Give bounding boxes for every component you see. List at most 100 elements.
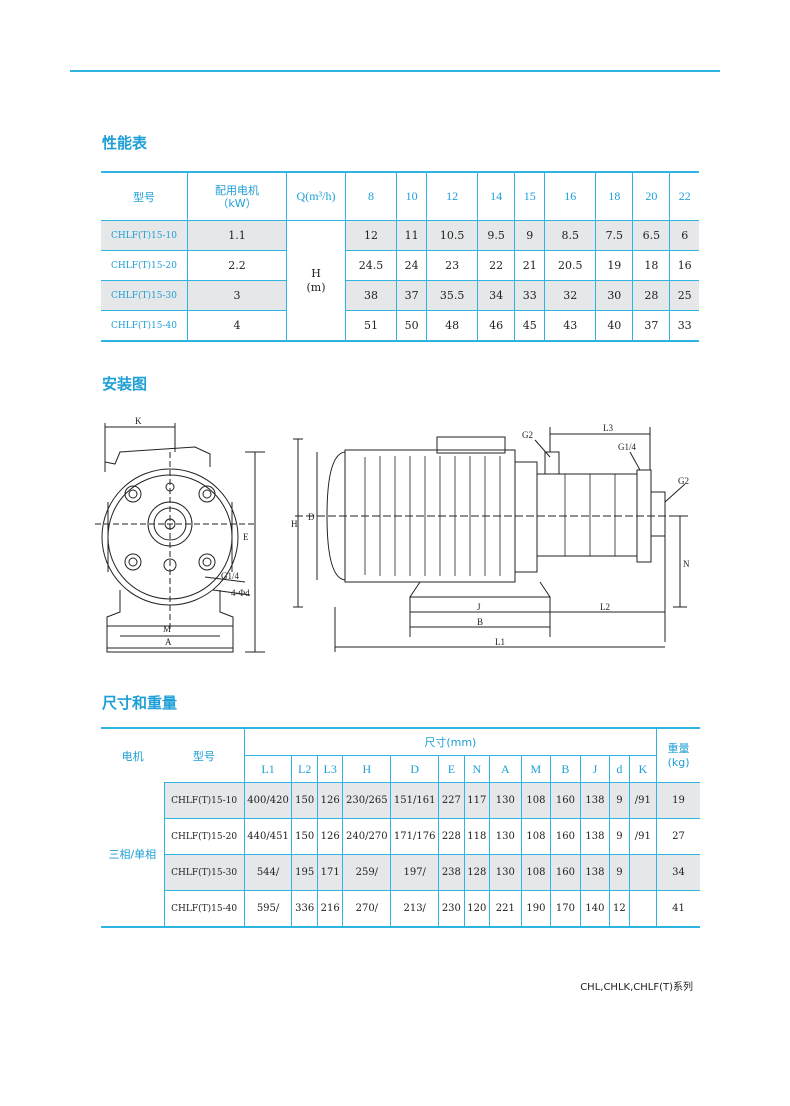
dims-cell [629,890,658,928]
dims-cell: 160 [550,854,581,891]
perf-cell: 37 [396,280,428,311]
perf-motor-header-line2: （kW） [217,196,257,210]
dims-cell: 120 [464,890,491,928]
dims-cell: 108 [521,782,552,819]
perf-cell: 48 [426,310,479,342]
perf-cell: 51 [345,310,398,342]
dims-cell: 12 [609,890,630,928]
perf-kw: 3 [187,280,287,311]
dims-cell: 197/ [390,854,440,891]
perf-cell: 45 [514,310,546,342]
dims-cell: 130 [489,782,522,819]
dims-model: CHLF(T)15-30 [164,854,245,891]
label-L3: L3 [603,423,613,433]
dims-cell: 108 [521,854,552,891]
dims-cell: 440/451 [244,818,293,855]
perf-cell: 38 [345,280,398,311]
dims-cell: 190 [521,890,552,928]
perf-cell: 25 [669,280,699,311]
perf-cell: 34 [477,280,516,311]
perf-head-label: H (m) [286,220,346,342]
dims-cell: 171/176 [390,818,440,855]
dims-col-header: K [629,755,658,783]
dims-cell: 221 [489,890,522,928]
table-row: 三相/单相 CHLF(T)15-10 400/420 150 126 230/2… [101,782,700,927]
perf-head-label-line2: (m) [306,280,326,294]
dims-cell: 117 [464,782,491,819]
perf-cell: 35.5 [426,280,479,311]
perf-cell: 12 [345,220,398,251]
perf-cell: 10.5 [426,220,479,251]
perf-cell: 40 [595,310,634,342]
dims-cell: 9 [609,854,630,891]
dims-cell: 126 [317,818,344,855]
dims-col-header: A [489,755,522,783]
label-G2-right: G2 [678,476,689,486]
dims-col-header: M [521,755,552,783]
label-G14-right: G1/4 [618,442,637,452]
table-row: CHLF(T)15-30 544/ 195 171 259/ 197/ 238 … [101,854,700,891]
dims-cell: 151/161 [390,782,440,819]
dims-cell: 227 [438,782,465,819]
dims-cell: /91 [629,818,658,855]
dims-col-header: E [438,755,465,783]
label-G14-left: G1/4 [221,571,240,581]
dims-weight: 19 [656,782,700,819]
table-row: CHLF(T)15-40 595/ 336 216 270/ 213/ 230 … [101,890,700,928]
perf-cell: 33 [514,280,546,311]
dims-cell: 171 [317,854,344,891]
perf-cell: 11 [396,220,428,251]
dims-cell: 128 [464,854,491,891]
table-row: CHLF(T)15-40 4 51 50 48 46 45 43 40 37 3… [101,310,699,342]
perf-cell: 7.5 [595,220,634,251]
dims-weight-header: 重量 (kg) [656,728,700,783]
side-view [293,427,690,652]
perf-model: CHLF(T)15-40 [101,310,188,342]
dims-cell: 140 [580,890,611,928]
perf-model-header: 型号 [101,172,188,221]
dims-cell: 259/ [342,854,392,891]
perf-flow-col: 15 [514,172,546,221]
dims-cell: 9 [609,782,630,819]
perf-flow-col: 16 [544,172,597,221]
dims-cell: 160 [550,782,581,819]
dims-cell: 230/265 [342,782,392,819]
performance-table: 型号 配用电机 （kW） Q(m³/h) 8 10 12 14 15 16 18… [101,171,699,342]
dims-model: CHLF(T)15-10 [164,782,245,819]
dims-cell: 336 [291,890,318,928]
perf-cell: 30 [595,280,634,311]
perf-flow-col: 12 [426,172,479,221]
dims-cell: /91 [629,782,658,819]
section-title-dimensions: 尺寸和重量 [102,694,178,712]
perf-cell: 18 [632,250,671,281]
dims-col-header: N [464,755,491,783]
table-row: CHLF(T)15-30 3 38 37 35.5 34 33 32 30 28… [101,280,699,311]
perf-flow-header: Q(m³/h) [286,172,346,221]
perf-flow-col: 8 [345,172,398,221]
perf-model: CHLF(T)15-30 [101,280,188,311]
label-D: D [308,512,315,522]
dims-cell: 544/ [244,854,293,891]
perf-cell: 9.5 [477,220,516,251]
dims-motor-header: 电机 [121,749,144,763]
dims-cell: 108 [521,818,552,855]
perf-cell: 8.5 [544,220,597,251]
dims-size-header: 尺寸(mm) [244,728,658,756]
perf-cell: 46 [477,310,516,342]
dims-col-header: d [609,755,630,783]
dims-cell: 9 [609,818,630,855]
dims-cell: 150 [291,782,318,819]
perf-cell: 6 [669,220,699,251]
perf-cell: 37 [632,310,671,342]
dims-cell: 213/ [390,890,440,928]
dims-col-header: J [580,755,611,783]
dims-motor-type: 三相/单相 [101,782,165,927]
dims-model: CHLF(T)15-40 [164,890,245,928]
perf-cell: 32 [544,280,597,311]
label-L1: L1 [495,637,505,647]
perf-kw: 4 [187,310,287,342]
label-K: K [135,416,142,426]
perf-cell: 19 [595,250,634,281]
perf-cell: 23 [426,250,479,281]
label-E: E [243,532,249,542]
